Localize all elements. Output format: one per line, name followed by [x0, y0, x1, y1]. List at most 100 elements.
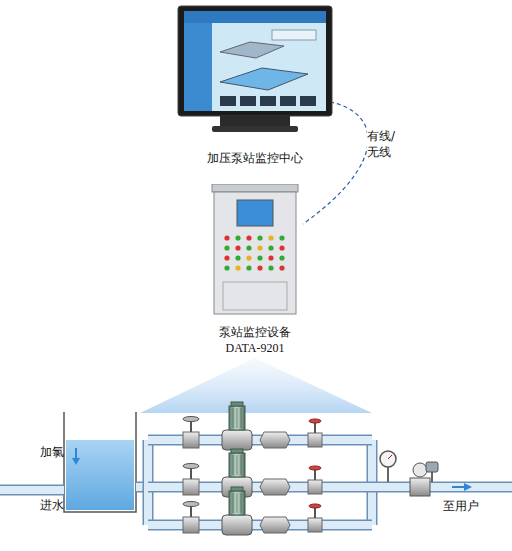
monitoring-device: 泵站监控设备DATA-9201: [195, 184, 315, 356]
indicator-lamp: [268, 245, 273, 250]
indicator-lamp: [246, 245, 251, 250]
cabinet-hmi: [237, 200, 273, 226]
motor-fin: [241, 408, 242, 428]
cabinet-top: [212, 184, 298, 192]
pipe-body: [372, 483, 512, 491]
screen-meter: [260, 96, 276, 106]
indicator-lamp: [224, 245, 229, 250]
handwheel: [183, 417, 199, 422]
screen-meter: [220, 96, 236, 106]
to-user-label: 至用户: [443, 499, 479, 514]
cabinet-body: [214, 192, 296, 314]
indicator-lamp: [268, 235, 273, 240]
tank-water: [66, 440, 134, 510]
inlet-label: 进水: [40, 498, 64, 513]
motor-fin: [237, 493, 238, 513]
indicator-lamp: [224, 255, 229, 260]
motor-fin: [233, 493, 234, 513]
flow-arrow: [452, 486, 466, 488]
flow-arrow-head: [464, 483, 472, 491]
indicator-lamp: [257, 245, 262, 250]
node-caption: 泵站监控设备: [195, 324, 315, 340]
indicator-lamp: [268, 265, 273, 270]
handwheel: [183, 502, 199, 507]
model-number: DATA-9201: [195, 340, 315, 356]
motor-fin: [237, 408, 238, 428]
indicator-lamp: [224, 265, 229, 270]
screen-building: [220, 42, 284, 58]
chlorine-arrow-head: [72, 458, 80, 465]
indicator-lamp: [279, 255, 284, 260]
indicator-lamp: [279, 235, 284, 240]
indicator-lamp: [279, 245, 284, 250]
indicator-lamp: [235, 235, 240, 240]
valve-handle: [309, 466, 321, 470]
motor-fin: [233, 455, 234, 475]
monitor-icon: [172, 2, 338, 142]
monitor-screen: [184, 11, 326, 111]
indicator-lamp: [279, 265, 284, 270]
indicator-lamp: [257, 265, 262, 270]
indicator-lamp: [246, 235, 251, 240]
screen-pool: [220, 68, 308, 90]
flow-meter-head: [413, 463, 427, 477]
pipe-outline: [0, 485, 64, 496]
motor-fin: [237, 455, 238, 475]
motor-fin: [241, 493, 242, 513]
indicator-lamp: [235, 265, 240, 270]
pressure-transmitter: [426, 462, 438, 472]
motor-cap: [231, 402, 243, 406]
screen-sidebar: [184, 23, 212, 111]
screen-panel: [272, 30, 316, 40]
indicator-lamp: [257, 235, 262, 240]
check-valve: [260, 479, 290, 495]
handwheel: [183, 464, 199, 469]
chlorine-label: 加氯: [40, 445, 64, 460]
butterfly-valve: [308, 433, 322, 447]
motor-cap: [231, 487, 243, 491]
pump-motor: [229, 406, 245, 430]
valve-stem: [314, 507, 316, 518]
valve-handle: [309, 504, 321, 508]
link-label: 有线/ 无线: [367, 128, 401, 160]
indicator-lamp: [246, 265, 251, 270]
monitor-neck: [220, 116, 290, 126]
valve-stem: [314, 422, 316, 433]
screen-meter: [280, 96, 296, 106]
monitor-bezel: [178, 6, 332, 116]
cabinet-door-panel: [223, 282, 287, 310]
pipe-body: [0, 486, 64, 494]
tank-wall: [64, 412, 136, 512]
pressure-gauge: [380, 451, 396, 467]
check-valve: [260, 517, 290, 533]
monitoring-center: 加压泵站监控中心: [172, 2, 338, 166]
gauge-stem: [387, 467, 389, 482]
motor-fin: [241, 455, 242, 475]
transmitter-stem: [431, 472, 433, 482]
motor-cap: [231, 449, 243, 453]
monitor-stand: [212, 126, 298, 132]
indicator-lamp: [224, 235, 229, 240]
motor-fin: [233, 408, 234, 428]
indicator-lamp: [246, 255, 251, 260]
node-caption: 加压泵站监控中心: [172, 150, 338, 166]
screen-meter: [300, 96, 316, 106]
link-dashed-line: [303, 102, 368, 224]
pipe-outline: [372, 482, 512, 493]
screen-meter: [240, 96, 256, 106]
indicator-lamp: [257, 255, 262, 260]
valve-stem: [314, 469, 316, 480]
pump-motor: [229, 453, 245, 477]
gate-valve: [183, 517, 199, 533]
butterfly-valve: [308, 518, 322, 532]
signal-fan: [140, 358, 372, 413]
indicator-lamp: [235, 245, 240, 250]
gate-valve: [183, 432, 199, 448]
pump-motor: [229, 491, 245, 515]
screen-titlebar: [184, 11, 326, 23]
check-valve: [260, 432, 290, 448]
control-cabinet: [195, 184, 315, 316]
valve-handle: [309, 419, 321, 423]
gate-valve: [183, 479, 199, 495]
gauge-needle: [388, 455, 392, 459]
